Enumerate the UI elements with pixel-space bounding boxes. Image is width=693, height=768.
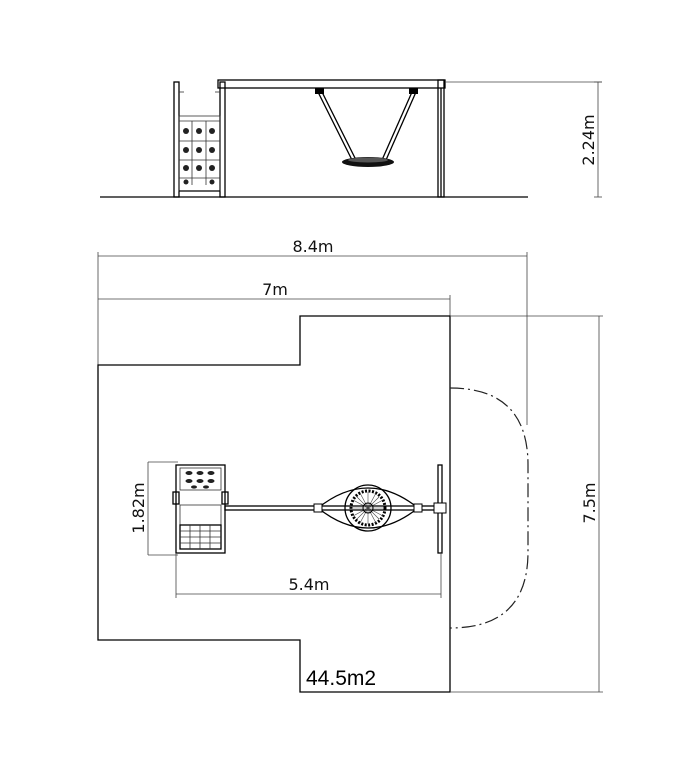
total-width-dimension [97,252,528,425]
surface-width-dimension [98,295,451,316]
height-dimension [445,81,602,198]
climbing-tower-elevation [173,81,226,198]
total-width-label: 8.4m [292,237,333,256]
swing-frame-elevation [217,79,446,198]
equipment-length-dimension [175,553,442,598]
swing-frame-plan [224,464,447,554]
total-depth-label: 7.5m [580,482,599,523]
total-depth-dimension [450,315,603,693]
elevation-view: 2.24m [100,79,602,198]
plan-view: 8.4m 7m 7.5m [97,237,603,693]
equipment-length-label: 5.4m [288,575,329,594]
area-label: 44.5m2 [306,667,376,690]
equipment-depth-dimension [147,461,178,556]
climbing-tower-plan [172,464,229,554]
surface-width-label: 7m [262,280,288,299]
height-label: 2.24m [579,114,598,165]
equipment-depth-label: 1.82m [129,482,148,533]
swing-safety-zone [449,387,529,629]
nest-seat-plan [344,484,392,532]
safety-surface-outline [97,315,451,693]
